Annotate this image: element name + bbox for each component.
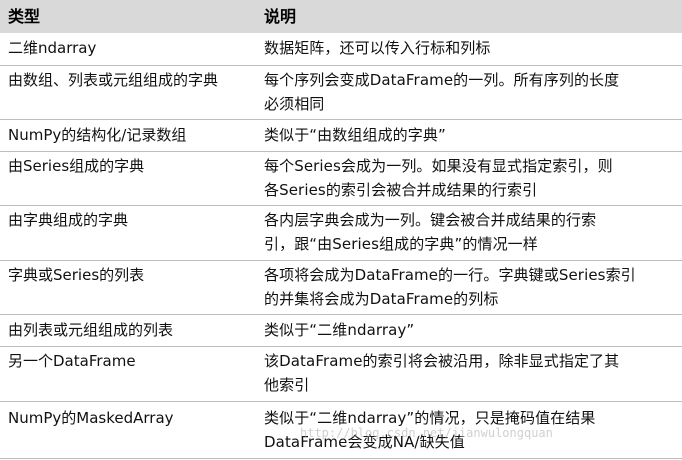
description-line: 必须相同	[264, 95, 325, 113]
description-cell: 每个序列会变成DataFrame的一列。所有序列的长度 必须相同	[264, 68, 678, 116]
type-cell: 由列表或元组组成的列表	[8, 321, 174, 339]
type-cell: 二维ndarray	[8, 39, 97, 57]
description-cell: 各内层字典会成为一列。键会被合并成结果的行索 引，跟“由Series组成的字典”…	[264, 208, 678, 256]
type-cell: 由Series组成的字典	[8, 157, 145, 175]
type-cell: 字典或Series的列表	[8, 266, 145, 284]
row-divider	[0, 314, 682, 315]
row-divider	[0, 260, 682, 261]
type-cell: 另一个DataFrame	[8, 352, 136, 370]
type-cell: 由字典组成的字典	[8, 211, 129, 229]
description-line: 该DataFrame的索引将会被沿用，除非显式指定了其	[264, 352, 620, 370]
row-divider	[0, 401, 682, 402]
description-line: 引，跟“由Series组成的字典”的情况一样	[264, 235, 538, 253]
header-description: 说明	[264, 7, 297, 26]
description-cell: 类似于“二维ndarray”的情况，只是掩码值在结果 DataFrame会变成N…	[264, 406, 678, 454]
description-cell: 各项将会成为DataFrame的一行。字典键或Series索引 的并集将会成为D…	[264, 263, 678, 311]
description-line: 各Series的索引会被合并成结果的行索引	[264, 181, 538, 199]
description-line: 数据矩阵，还可以传入行标和列标	[264, 39, 491, 57]
description-cell: 每个Series会成为一列。如果没有显式指定索引，则 各Series的索引会被合…	[264, 154, 678, 202]
row-divider	[0, 65, 682, 66]
description-line: 类似于“由数组组成的字典”	[264, 126, 446, 144]
row-divider	[0, 205, 682, 206]
description-line: 的并集将会成为DataFrame的列标	[264, 290, 499, 308]
description-line: 每个序列会变成DataFrame的一列。所有序列的长度	[264, 71, 620, 89]
description-cell: 类似于“由数组组成的字典”	[264, 123, 678, 147]
row-divider	[0, 346, 682, 347]
table-header: 类型 说明	[0, 0, 682, 33]
description-line: 各项将会成为DataFrame的一行。字典键或Series索引	[264, 266, 636, 284]
description-line: 类似于“二维ndarray”	[264, 321, 415, 339]
row-divider	[0, 119, 682, 120]
description-line: 各内层字典会成为一列。键会被合并成结果的行索	[264, 211, 597, 229]
description-cell: 该DataFrame的索引将会被沿用，除非显式指定了其 他索引	[264, 349, 678, 397]
header-type: 类型	[8, 7, 41, 26]
description-cell: 类似于“二维ndarray”	[264, 318, 678, 342]
type-cell: NumPy的结构化/记录数组	[8, 126, 187, 144]
description-cell: 数据矩阵，还可以传入行标和列标	[264, 36, 678, 60]
type-cell: 由数组、列表或元组组成的字典	[8, 71, 219, 89]
description-line: 他索引	[264, 376, 310, 394]
description-line: DataFrame会变成NA/缺失值	[264, 433, 465, 451]
row-divider	[0, 151, 682, 152]
type-cell: NumPy的MaskedArray	[8, 409, 174, 427]
table-bottom-border	[0, 458, 682, 459]
description-line: 每个Series会成为一列。如果没有显式指定索引，则	[264, 157, 613, 175]
description-line: 类似于“二维ndarray”的情况，只是掩码值在结果	[264, 409, 596, 427]
